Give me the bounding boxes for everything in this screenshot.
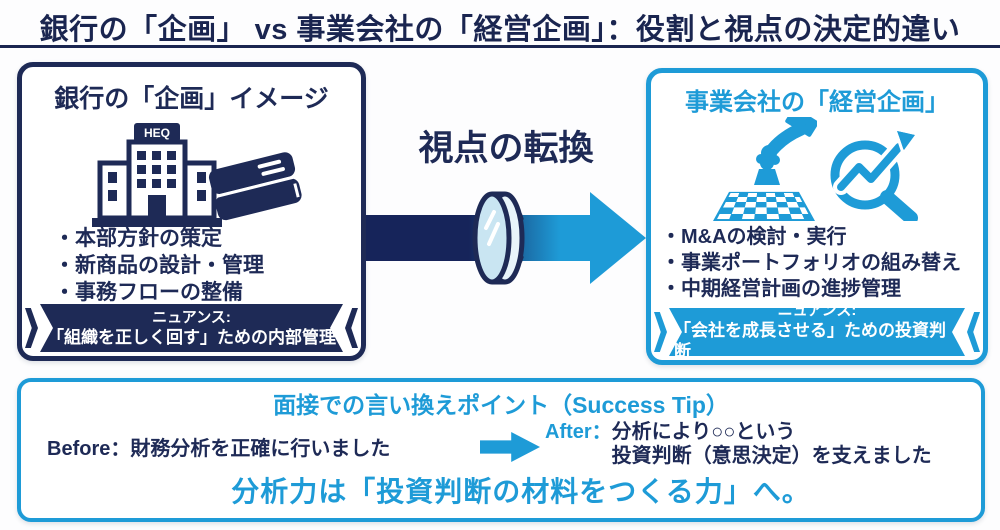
bank-planning-panel: 銀行の「企画」イメージ HEQ: [17, 62, 366, 361]
building-sign-label: HEQ: [144, 126, 170, 140]
rephrase-arrow-icon: [480, 432, 540, 462]
hq-building-icon: HEQ: [92, 123, 222, 227]
list-item: ・新商品の設計・管理: [54, 254, 264, 277]
list-item: ・事業ポートフォリオの組み替え: [661, 252, 961, 274]
after-text: 分析により○○という 投資判断（意思決定）を支えました: [612, 420, 932, 468]
after-line1: 分析により○○という: [611, 421, 796, 443]
list-item: ・M&Aの検討・実行: [661, 226, 847, 248]
perspective-shift-label: 視点の転換: [418, 129, 594, 168]
ribbon-chevron-left-icon: [25, 308, 38, 348]
before-label: Before：: [47, 438, 131, 460]
corporate-planning-panel: 事業会社の「経営企画」 ・M&Aの検討・実行 ・事業ポートフォリオの: [646, 68, 988, 365]
ribbon-line2: 「会社を成長させる」ための投資判断: [674, 321, 946, 361]
ribbon-text: ニュアンス: 「組織を正しく回す」ための内部管理: [45, 304, 338, 352]
chessboard: [713, 191, 815, 221]
ribbon-body: [669, 308, 965, 356]
bank-panel-heading: 銀行の「企画」イメージ: [54, 85, 329, 113]
list-item: ・事務フローの整備: [54, 281, 243, 304]
ribbon-chevron-right-icon: [967, 312, 980, 352]
lens-icon: [472, 191, 525, 285]
corporate-panel-heading: 事業会社の「経営企画」: [685, 89, 949, 116]
hand-with-pawn-icon: [754, 117, 817, 185]
after-label: After：: [545, 421, 612, 443]
corporate-task-list: ・M&Aの検討・実行 ・事業ポートフォリオの組み替え ・中期経営計画の進捗管理: [661, 224, 961, 302]
books-icon: [208, 152, 302, 221]
ribbon-line1: ニュアンス:: [777, 302, 857, 319]
before-text: 財務分析を正確に行いました: [130, 438, 391, 460]
corporate-nuance-ribbon: ニュアンス: 「会社を成長させる」ための投資判断: [654, 302, 980, 361]
growth-magnifier-icon: [830, 126, 920, 221]
ribbon-chevron-right-icon: [345, 308, 358, 348]
page-title: 銀行の「企画」 vs 事業会社の「経営企画」：役割と視点の決定的違い: [39, 14, 961, 46]
bank-nuance-ribbon: ニュアンス: 「組織を正しく回す」ための内部管理: [25, 304, 358, 352]
after-line2: 投資判断（意思決定）を支えました: [611, 445, 932, 467]
ribbon-line1: ニュアンス:: [152, 308, 231, 326]
after-statement: After： 分析により○○という 投資判断（意思決定）を支えました: [545, 420, 932, 468]
chess-strategy-icon: [711, 117, 819, 223]
list-item: ・中期経営計画の進捗管理: [661, 278, 901, 300]
bank-task-list: ・本部方針の策定 ・新商品の設計・管理 ・事務フローの整備: [54, 225, 264, 306]
title-underline: [0, 45, 1000, 48]
conclusion-message: 分析力は「投資判断の材料をつくる力」へ。: [231, 476, 811, 507]
success-tip-panel: 面接での言い換えポイント（Success Tip） Before：財務分析を正確…: [17, 378, 985, 522]
ribbon-text: ニュアンス: 「会社を成長させる」ための投資判断: [674, 302, 960, 361]
before-statement: Before：財務分析を正確に行いました: [47, 432, 390, 461]
success-tip-heading: 面接での言い換えポイント（Success Tip）: [273, 392, 729, 418]
ribbon-chevron-left-icon: [654, 312, 667, 352]
list-item: ・本部方針の策定: [54, 227, 222, 250]
ribbon-body: [40, 304, 343, 352]
ribbon-line2: 「組織を正しく回す」ための内部管理: [47, 327, 336, 347]
